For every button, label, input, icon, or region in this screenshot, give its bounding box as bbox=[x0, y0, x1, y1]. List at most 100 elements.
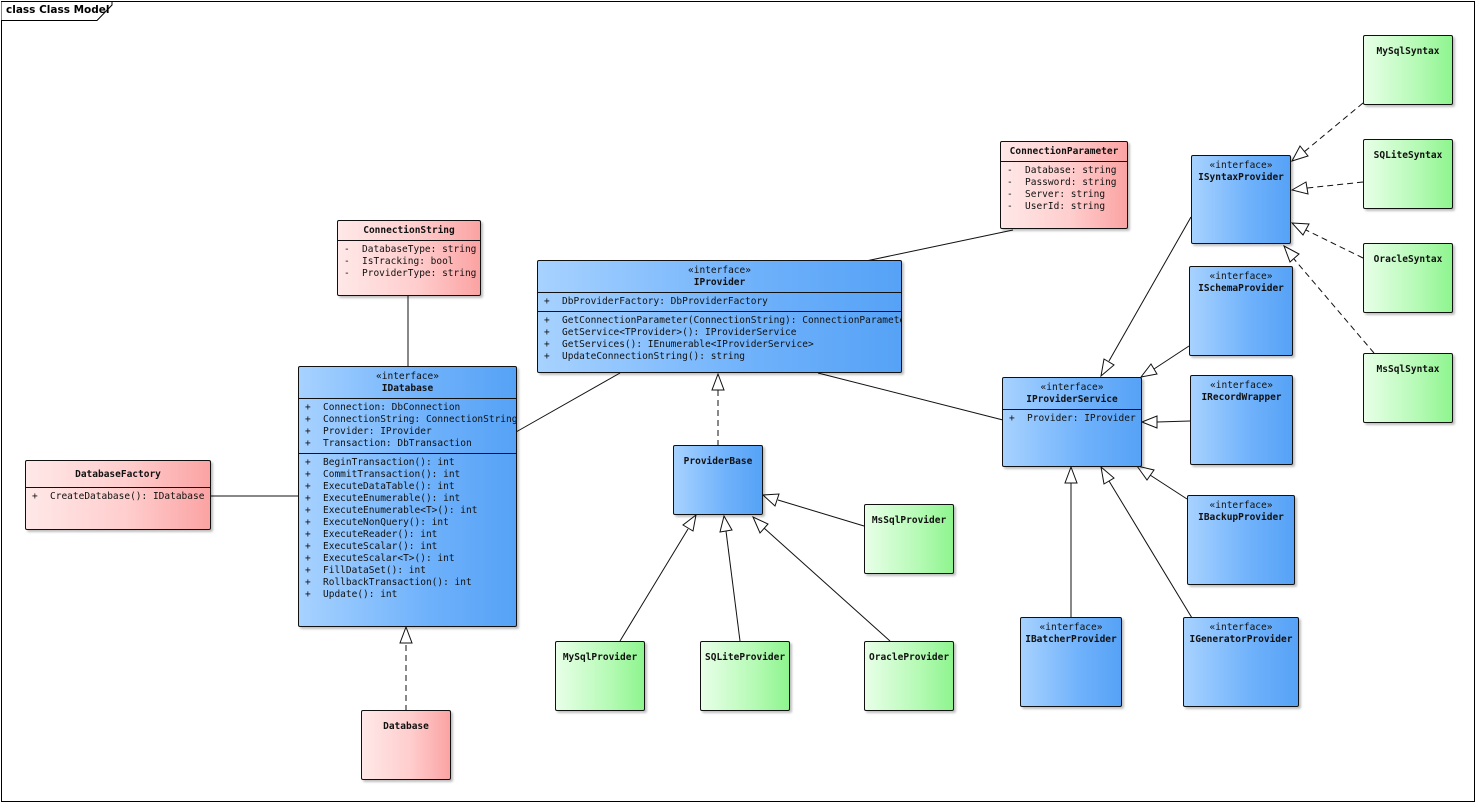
generalization-arrowhead bbox=[682, 513, 697, 532]
operation: BeginTransaction(): int bbox=[323, 457, 455, 468]
visibility-marker: + bbox=[305, 493, 311, 504]
class-name: DatabaseFactory bbox=[75, 469, 161, 480]
class-sqliteprovider[interactable]: SQLiteProvider bbox=[700, 641, 790, 711]
class-name: ISyntaxProvider bbox=[1198, 172, 1284, 183]
class-ischemaprovider[interactable]: «interface» ISchemaProvider bbox=[1189, 266, 1293, 356]
operation: FillDataSet(): int bbox=[323, 565, 426, 576]
class-igeneratorprovider[interactable]: «interface» IGeneratorProvider bbox=[1183, 617, 1299, 707]
generalization-arrowhead bbox=[719, 514, 733, 533]
class-name: ProviderBase bbox=[683, 456, 753, 467]
stereotype-label: «interface» bbox=[1039, 622, 1103, 633]
attribute: Password: string bbox=[1025, 177, 1117, 188]
visibility-marker: + bbox=[305, 541, 311, 552]
attribute: Transaction: DbTransaction bbox=[323, 438, 472, 449]
realization-arrowhead bbox=[1283, 244, 1300, 263]
visibility-marker: + bbox=[305, 589, 311, 600]
visibility-marker: - bbox=[344, 244, 350, 255]
class-providerbase[interactable]: ProviderBase bbox=[673, 445, 763, 515]
class-sqlitesyntax[interactable]: SQLiteSyntax bbox=[1363, 139, 1453, 209]
class-name: IGeneratorProvider bbox=[1189, 634, 1293, 645]
class-name: Database bbox=[383, 721, 429, 732]
generalization-arrowhead bbox=[1100, 358, 1115, 378]
class-name: SQLiteProvider bbox=[705, 652, 786, 663]
visibility-marker: + bbox=[305, 457, 311, 468]
operations-compartment: +CreateDatabase(): IDatabase bbox=[26, 487, 210, 506]
attribute: DatabaseType: string bbox=[362, 244, 477, 255]
class-name: IBatcherProvider bbox=[1025, 634, 1117, 645]
stereotype-label: «interface» bbox=[1040, 382, 1104, 393]
class-name: IProviderService bbox=[1026, 394, 1118, 405]
visibility-marker: + bbox=[544, 339, 550, 350]
attribute: IsTracking: bool bbox=[362, 256, 454, 267]
visibility-marker: + bbox=[305, 565, 311, 576]
class-database[interactable]: Database bbox=[361, 710, 451, 780]
visibility-marker: - bbox=[344, 268, 350, 279]
visibility-marker: + bbox=[305, 402, 311, 413]
class-name: ConnectionString bbox=[363, 225, 455, 236]
visibility-marker: + bbox=[305, 438, 311, 449]
class-ibackupprovider[interactable]: «interface» IBackupProvider bbox=[1187, 495, 1295, 585]
class-mysqlsyntax[interactable]: MySqlSyntax bbox=[1363, 35, 1453, 105]
class-ibatcherprovider[interactable]: «interface» IBatcherProvider bbox=[1020, 617, 1122, 707]
attribute: Database: string bbox=[1025, 165, 1117, 176]
class-name: MySqlProvider bbox=[562, 652, 638, 663]
generalization-arrowhead bbox=[752, 515, 769, 534]
attributes-compartment: +Connection: DbConnection +ConnectionStr… bbox=[299, 398, 516, 453]
operation: ExecuteDataTable(): int bbox=[323, 481, 455, 492]
visibility-marker: - bbox=[344, 256, 350, 267]
operations-compartment: +BeginTransaction(): int +CommitTransact… bbox=[299, 453, 516, 604]
class-iproviderservice[interactable]: «interface» IProviderService +Provider: … bbox=[1002, 377, 1142, 467]
association-idatabase-iprovider bbox=[515, 372, 621, 433]
class-irecordwrapper[interactable]: «interface» IRecordWrapper bbox=[1190, 375, 1293, 465]
realization-mysqlsyntax bbox=[1303, 102, 1364, 153]
stereotype-label: «interface» bbox=[688, 265, 751, 276]
operation: ExecuteReader(): int bbox=[323, 529, 438, 540]
class-oracleprovider[interactable]: OracleProvider bbox=[864, 641, 954, 711]
generalization-ischemaprovider bbox=[1153, 345, 1190, 370]
visibility-marker: + bbox=[544, 351, 550, 362]
attribute: Provider: IProvider bbox=[323, 426, 432, 437]
visibility-marker: - bbox=[1007, 177, 1013, 188]
visibility-marker: + bbox=[305, 469, 311, 480]
realization-sqlitesyntax bbox=[1306, 181, 1364, 189]
class-name: MsSqlProvider bbox=[871, 515, 947, 526]
class-databasefactory[interactable]: DatabaseFactory +CreateDatabase(): IData… bbox=[25, 460, 211, 530]
visibility-marker: + bbox=[544, 315, 550, 326]
visibility-marker: + bbox=[544, 296, 550, 307]
class-name: MySqlSyntax bbox=[1376, 46, 1440, 57]
visibility-marker: + bbox=[305, 414, 311, 425]
generalization-arrowhead bbox=[1064, 465, 1078, 484]
operation: Update(): int bbox=[323, 589, 398, 600]
attribute: Server: string bbox=[1025, 189, 1106, 200]
class-connectionparameter[interactable]: ConnectionParameter -Database: string -P… bbox=[1000, 141, 1128, 229]
operation: ExecuteScalar<T>(): int bbox=[323, 553, 455, 564]
frame-tab bbox=[1, 1, 113, 21]
generalization-mysqlprovider bbox=[619, 528, 689, 642]
realization-arrowhead bbox=[399, 625, 413, 644]
class-mssqlprovider[interactable]: MsSqlProvider bbox=[864, 504, 954, 574]
generalization-arrowhead bbox=[1139, 363, 1158, 378]
class-name: MsSqlSyntax bbox=[1376, 364, 1440, 375]
visibility-marker: + bbox=[305, 481, 311, 492]
generalization-arrowhead bbox=[1100, 465, 1115, 485]
visibility-marker: + bbox=[305, 529, 311, 540]
class-isyntaxprovider[interactable]: «interface» ISyntaxProvider bbox=[1191, 155, 1291, 244]
visibility-marker: + bbox=[305, 505, 311, 516]
generalization-sqliteprovider bbox=[725, 530, 741, 642]
class-mssqlsyntax[interactable]: MsSqlSyntax bbox=[1363, 353, 1453, 423]
class-connectionstring[interactable]: ConnectionString - DatabaseType: string -… bbox=[337, 220, 481, 296]
class-oraclesyntax[interactable]: OracleSyntax bbox=[1363, 243, 1453, 313]
class-name: IBackupProvider bbox=[1198, 512, 1284, 523]
attributes-compartment: -DatabaseType: string -IsTracking: bool … bbox=[338, 240, 480, 283]
association-iprovider-connectionparameter bbox=[865, 229, 1014, 262]
generalization-arrowhead bbox=[1140, 415, 1158, 429]
stereotype-label: «interface» bbox=[1209, 622, 1273, 633]
class-idatabase[interactable]: «interface» IDatabase +Connection: DbCon… bbox=[298, 366, 517, 627]
operation: RollbackTransaction(): int bbox=[323, 577, 472, 588]
realization-mssqlsyntax bbox=[1293, 258, 1375, 354]
class-mysqlprovider[interactable]: MySqlProvider bbox=[555, 641, 645, 711]
class-iprovider[interactable]: «interface» IProvider +DbProviderFactory… bbox=[537, 260, 902, 373]
visibility-marker: - bbox=[1007, 165, 1013, 176]
